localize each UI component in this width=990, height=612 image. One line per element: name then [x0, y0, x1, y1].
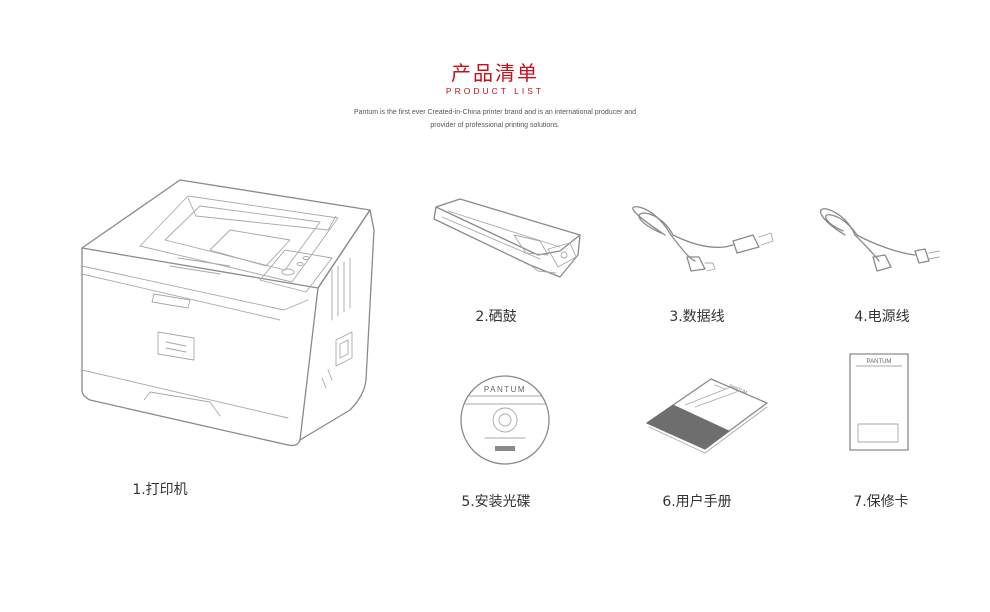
brand-description-line-1: Pantum is the first ever Created-in-Chin… [353, 109, 637, 116]
warranty-card-icon: PANTUM [848, 352, 910, 452]
item-label-power-cord: 4.电源线 [854, 309, 910, 325]
manual-brand-text: PANTUM [729, 383, 748, 395]
cd-brand-text: PANTUM [484, 385, 526, 394]
item-label-warranty-card: 7.保修卡 [853, 494, 909, 510]
page-subtitle: PRODUCT LIST [445, 86, 545, 96]
usb-cable-icon [625, 205, 775, 275]
item-label-toner: 2.硒鼓 [475, 309, 517, 325]
item-label-install-cd: 5.安装光碟 [461, 494, 531, 510]
card-brand-text: PANTUM [867, 359, 892, 365]
item-label-usb-cable: 3.数据线 [669, 309, 725, 325]
toner-cartridge-icon [430, 195, 590, 280]
install-cd-icon: PANTUM [455, 370, 555, 470]
brand-description: Pantum is the first ever Created-in-Chin… [0, 106, 990, 132]
brand-description-line-2: provider of professional printing soluti… [430, 122, 560, 129]
item-label-user-manual: 6.用户手册 [662, 494, 732, 510]
power-cord-icon [815, 205, 945, 275]
printer-icon [70, 170, 390, 460]
user-manual-icon: PANTUM [645, 375, 770, 455]
page-title: 产品清单 [451, 61, 539, 85]
item-label-printer: 1.打印机 [132, 482, 188, 498]
